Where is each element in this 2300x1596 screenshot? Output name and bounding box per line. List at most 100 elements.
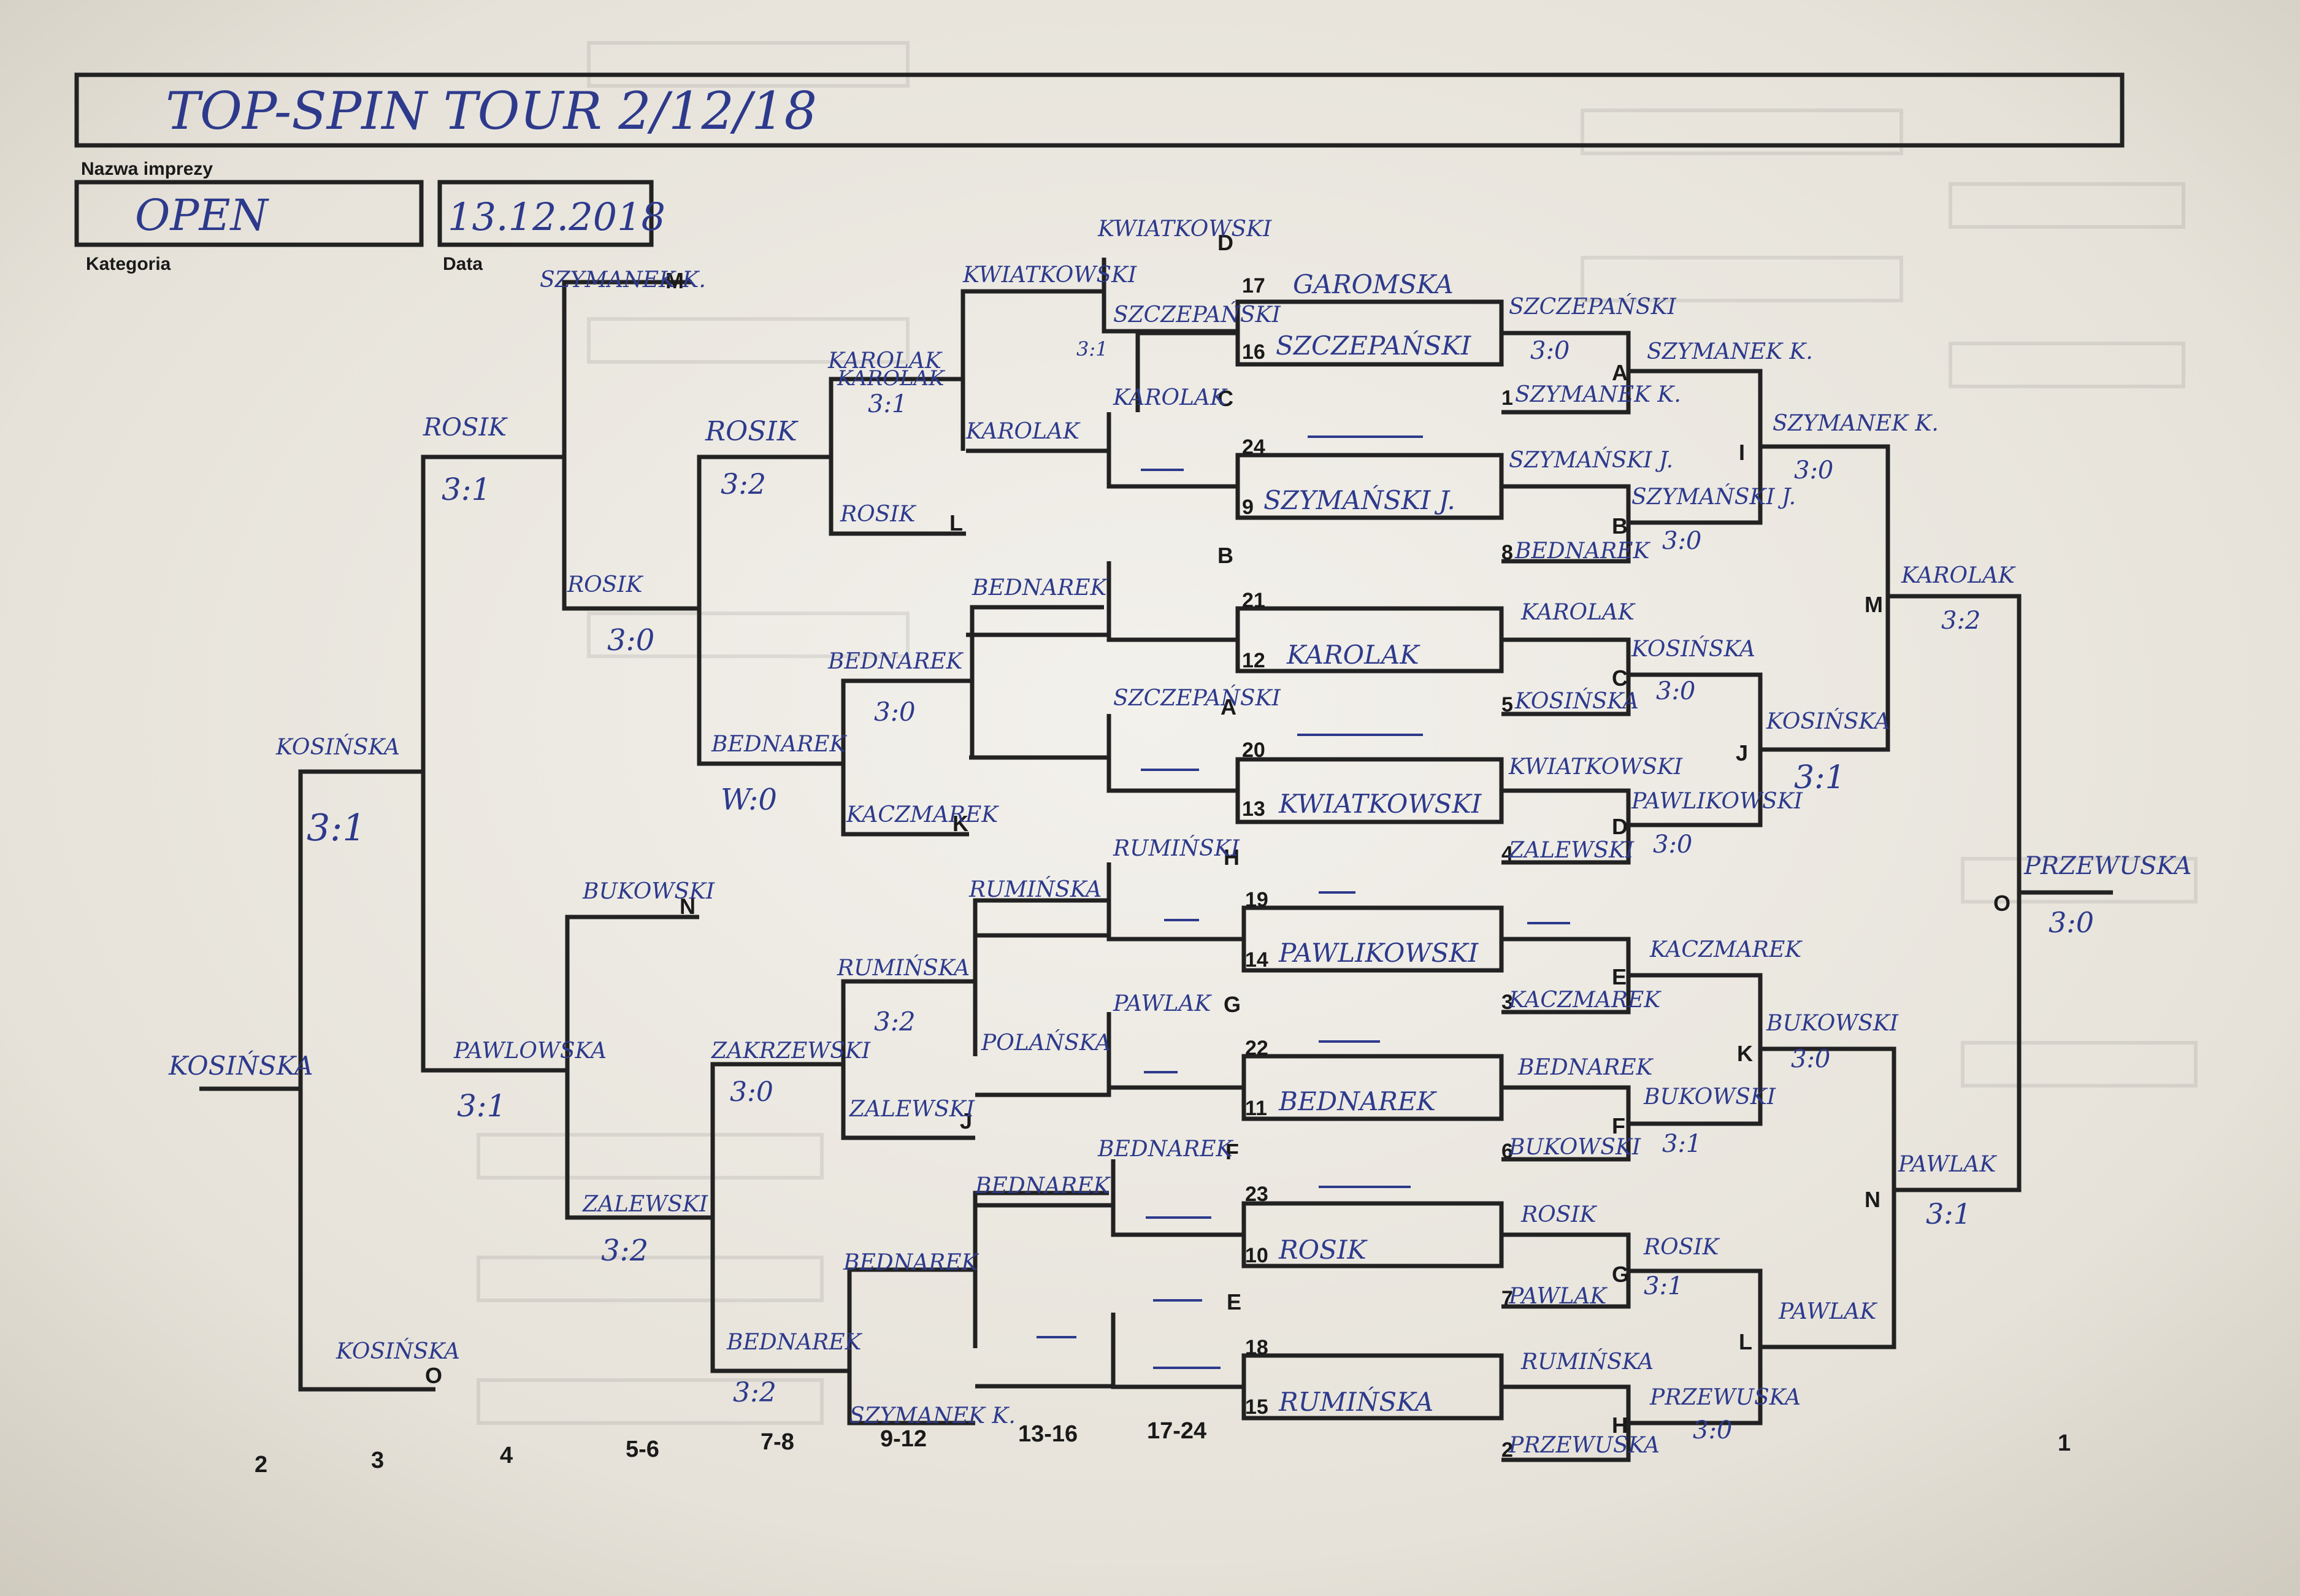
seeds-10: 13 <box>1242 797 1265 821</box>
names-bednarek_r: BEDNAREK <box>1517 1055 1654 1080</box>
box-entries: GAROMSKA SZCZEPAŃSKI SZYMAŃSKI J. KAROLA… <box>1263 269 1482 1417</box>
seeds-20: 7 <box>1501 1287 1513 1310</box>
letters-A_mid: A <box>1221 694 1236 719</box>
names-kwiatkowski_r: KWIATKOWSKI <box>1508 754 1683 780</box>
names-bednarek_q4: BEDNAREK <box>843 1250 979 1275</box>
slots-s12: KAROLAK <box>1286 640 1420 670</box>
names-bednarek_8: BEDNAREK <box>1514 539 1650 564</box>
date-box[interactable] <box>437 180 654 247</box>
names-karolak_m: KAROLAK <box>1901 563 2016 588</box>
names-score_q3: 3:2 <box>874 1007 916 1037</box>
bracket-letters: M L K N J O D C B A H G F E A B C D E F … <box>425 230 2011 1438</box>
letters-C_r: C <box>1612 666 1628 691</box>
placement-labels: 2 3 4 5-6 7-8 9-12 13-16 17-24 1 <box>255 1418 2071 1478</box>
names-score_q: 3:2 <box>721 467 766 501</box>
letters-J_left: J <box>960 1108 972 1134</box>
names-score_sf2: 3:2 <box>601 1233 648 1268</box>
letters-H_r: H <box>1612 1413 1628 1438</box>
seeds-4: 9 <box>1242 496 1254 519</box>
names-score_b_r: 3:0 <box>1662 527 1701 555</box>
event-title-box[interactable] <box>74 72 2125 148</box>
names-score_q2: 3:0 <box>874 697 916 727</box>
letters-L_r: L <box>1739 1329 1752 1354</box>
names-szczepanski_a: SZCZEPAŃSKI <box>1113 685 1281 711</box>
names-szczepanski_box: SZCZEPAŃSKI <box>1113 302 1281 328</box>
date-value: 13.12.2018 <box>448 194 665 239</box>
names-score_zak: 3:0 <box>730 1076 773 1108</box>
seeds-14: 3 <box>1501 991 1513 1014</box>
names-bukowski_f: BUKOWSKI <box>1643 1084 1776 1110</box>
names-przewuska_2: PRZEWUSKA <box>1508 1433 1660 1458</box>
date-label: Data <box>443 254 483 274</box>
names-rosik_q: ROSIK <box>705 416 799 447</box>
seeds-18: 23 <box>1245 1183 1268 1206</box>
names-score_k: 3:0 <box>1791 1045 1830 1073</box>
category-label: Kategoria <box>86 254 171 274</box>
letters-O_bottom: O <box>425 1363 442 1388</box>
letters-M_top: M <box>665 268 684 293</box>
letters-J_r: J <box>1736 740 1748 765</box>
names-kosinska_f: KOSIŃSKA <box>168 1050 313 1081</box>
seeds-0: 17 <box>1242 274 1265 297</box>
names-szymanek_o: SZYMANEK K. <box>849 1403 1016 1429</box>
names-pawlak_l: PAWLAK <box>1778 1299 1877 1324</box>
names-score_j: 3:1 <box>1794 759 1846 796</box>
letters-H: H <box>1224 845 1240 870</box>
left-bracket-lines <box>199 258 1244 1425</box>
names-karolak_c: KAROLAK <box>1113 385 1228 410</box>
names-kosinska_sf: KOSIŃSKA <box>275 734 400 760</box>
names-bednarek_s2: BEDNAREK <box>711 732 847 757</box>
category-value: OPEN <box>135 190 270 240</box>
slots-s16: SZCZEPAŃSKI <box>1276 330 1472 361</box>
names-bednarek_f: BEDNAREK <box>1097 1137 1233 1162</box>
names-kwiatkowski_top: KWIATKOWSKI <box>1097 217 1272 242</box>
letters-G_mid: G <box>1224 992 1241 1017</box>
names-karolak_l2: KAROLAK <box>965 419 1081 444</box>
names-szymanek_m: SZYMANEK K. <box>540 267 706 293</box>
letters-I: I <box>1739 440 1745 465</box>
footer-p912: 9-12 <box>880 1426 927 1452</box>
letters-B_r: B <box>1612 513 1628 539</box>
slots-s10: ROSIK <box>1278 1235 1368 1265</box>
event-title-value: TOP-SPIN TOUR 2/12/18 <box>166 81 817 141</box>
names-r1_score_d: 3:1 <box>1076 337 1108 361</box>
names-ruminska_r: RUMIŃSKA <box>1520 1349 1654 1375</box>
letters-N_left: N <box>680 894 696 919</box>
names-ruminska_h2: RUMIŃSKA <box>968 877 1102 902</box>
names-kaczmarek_k: KACZMAREK <box>846 802 999 827</box>
letters-D_top: D <box>1217 230 1233 255</box>
names-pawlak_g: PAWLAK <box>1113 991 1212 1016</box>
names-score_s2: 3:0 <box>607 623 654 658</box>
footer-p1: 1 <box>2058 1430 2071 1456</box>
slots-s11: BEDNAREK <box>1278 1086 1438 1116</box>
names-paluch_d: PAWLIKOWSKI <box>1631 789 1803 814</box>
seeds-15: 22 <box>1245 1037 1268 1060</box>
names-karolak_l1: KAROLAK <box>827 348 943 374</box>
names-score_i: 3:0 <box>1794 456 1833 485</box>
event-label: Nazwa imprezy <box>81 159 213 179</box>
names-kwiatkowski_l1: KWIATKOWSKI <box>962 263 1137 288</box>
letters-D_r: D <box>1612 814 1628 839</box>
letters-B_mid: B <box>1217 543 1233 568</box>
seeds-5: 8 <box>1501 541 1513 564</box>
letters-C_top: C <box>1217 386 1233 411</box>
names-karolak_l3: KAROLAK <box>837 366 946 391</box>
names-bednarek_f2: BEDNAREK <box>975 1173 1111 1199</box>
letters-M_r: M <box>1865 592 1883 617</box>
names-score_sf: 3:1 <box>307 807 366 850</box>
names-szymanek_1: SZYMANEK K. <box>1515 382 1681 407</box>
letters-E_r: E <box>1612 964 1627 989</box>
names-rosik_s: ROSIK <box>423 413 508 442</box>
category-box[interactable] <box>74 180 424 247</box>
names-score_a_r: 3:0 <box>1530 337 1570 365</box>
seeds-6: 21 <box>1242 589 1265 612</box>
names-zakrzewski: ZAKRZEWSKI <box>711 1038 871 1064</box>
names-kosinska_5: KOSIŃSKA <box>1514 688 1639 714</box>
names-rosik_l: ROSIK <box>840 502 917 527</box>
footer-p3: 3 <box>371 1448 384 1473</box>
seeds-12: 19 <box>1245 888 1268 911</box>
names-szymanski_b: SZYMAŃSKI J. <box>1509 447 1673 473</box>
names-pawlak_7: PAWLAK <box>1508 1284 1608 1309</box>
names-szymanek_i: SZYMANEK K. <box>1647 339 1813 364</box>
